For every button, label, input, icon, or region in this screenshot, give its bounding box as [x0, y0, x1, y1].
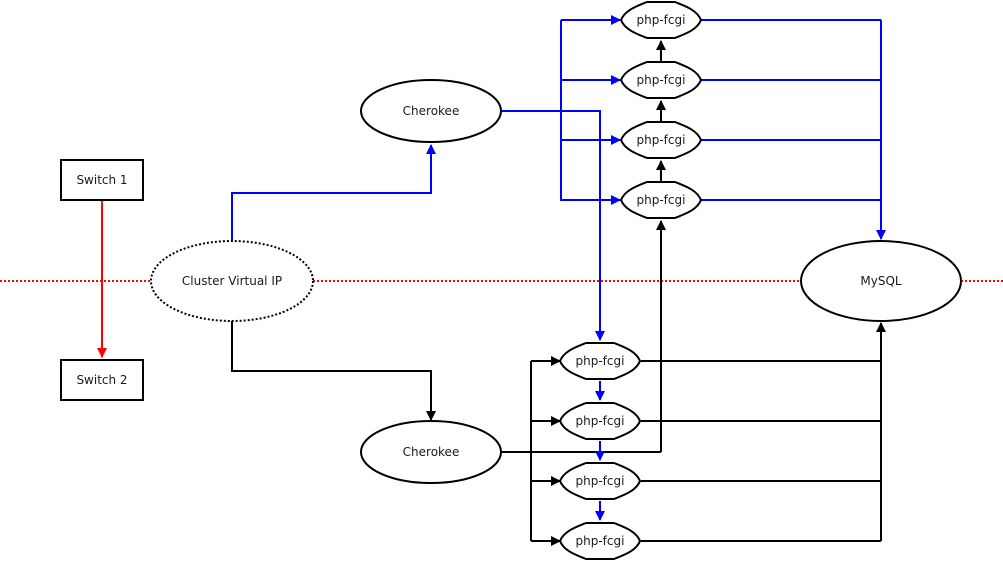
php-fcgi-top-3[interactable]: php-fcgi [619, 121, 703, 159]
php-fcgi-bottom-label: php-fcgi [576, 354, 625, 368]
cherokee-top-node[interactable]: Cherokee [360, 79, 502, 143]
cherokee-bottom-label: Cherokee [403, 445, 460, 459]
php-fcgi-bottom-1[interactable]: php-fcgi [558, 342, 642, 380]
switch-1-label: Switch 1 [76, 173, 127, 187]
php-fcgi-bottom-4[interactable]: php-fcgi [558, 522, 642, 560]
php-fcgi-bottom-label: php-fcgi [576, 534, 625, 548]
php-fcgi-bottom-label: php-fcgi [576, 474, 625, 488]
mysql-node[interactable]: MySQL [800, 240, 962, 322]
php-fcgi-top-label: php-fcgi [637, 73, 686, 87]
php-fcgi-bottom-label: php-fcgi [576, 414, 625, 428]
edge-cherokee-top-to-php-bottom [561, 110, 605, 341]
switch-2-node[interactable]: Switch 2 [60, 359, 144, 401]
php-fcgi-bottom-3[interactable]: php-fcgi [558, 462, 642, 500]
php-fcgi-top-4[interactable]: php-fcgi [619, 181, 703, 219]
php-fcgi-top-label: php-fcgi [637, 133, 686, 147]
cherokee-bottom-node[interactable]: Cherokee [360, 420, 502, 484]
cherokee-top-label: Cherokee [403, 104, 460, 118]
php-fcgi-bottom-2[interactable]: php-fcgi [558, 402, 642, 440]
switch-1-node[interactable]: Switch 1 [60, 159, 144, 201]
edge-vip-to-cherokee-top [231, 144, 436, 241]
switch-2-label: Switch 2 [76, 373, 127, 387]
php-fcgi-top-2[interactable]: php-fcgi [619, 61, 703, 99]
php-fcgi-top-label: php-fcgi [637, 13, 686, 27]
cluster-vip-label: Cluster Virtual IP [182, 274, 282, 288]
edge-vip-to-cherokee-bottom [231, 321, 436, 421]
mysql-label: MySQL [860, 274, 902, 288]
cluster-vip-node[interactable]: Cluster Virtual IP [150, 240, 314, 322]
php-fcgi-top-1[interactable]: php-fcgi [619, 0, 703, 39]
php-fcgi-top-label: php-fcgi [637, 193, 686, 207]
